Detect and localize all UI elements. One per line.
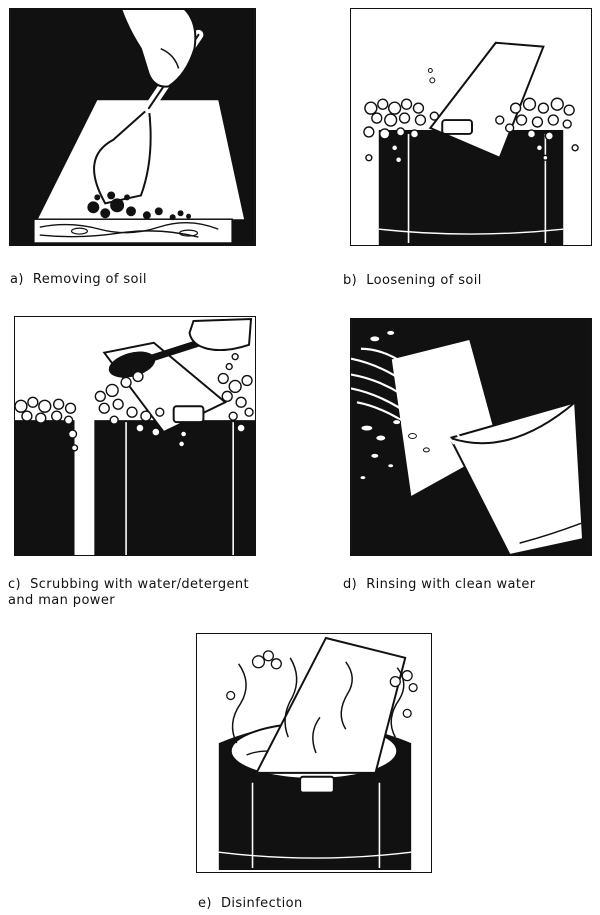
caption-b: b) Loosening of soil <box>343 273 482 289</box>
caption-c-text-line2: and man power <box>8 593 115 608</box>
caption-d: d) Rinsing with clean water <box>343 577 536 593</box>
caption-c-letter: c) <box>8 577 22 592</box>
caption-b-text: Loosening of soil <box>366 273 482 288</box>
illustration-loosening-soil <box>350 8 592 246</box>
caption-d-text: Rinsing with clean water <box>366 577 536 592</box>
caption-c-text: Scrubbing with water/detergent <box>30 577 250 592</box>
illustration-removing-soil <box>9 8 256 246</box>
caption-e-text: Disinfection <box>220 896 303 911</box>
caption-e: e) Disinfection <box>198 896 303 912</box>
illustration-disinfection <box>196 633 432 873</box>
caption-a-letter: a) <box>10 272 24 287</box>
caption-e-letter: e) <box>198 896 212 911</box>
caption-d-letter: d) <box>343 577 358 592</box>
caption-a-text: Removing of soil <box>32 272 147 287</box>
illustration-scrubbing <box>14 316 256 556</box>
illustration-rinsing <box>350 318 592 556</box>
caption-b-letter: b) <box>343 273 358 288</box>
caption-c: c) Scrubbing with water/detergent and ma… <box>8 577 249 609</box>
caption-a: a) Removing of soil <box>10 272 147 288</box>
